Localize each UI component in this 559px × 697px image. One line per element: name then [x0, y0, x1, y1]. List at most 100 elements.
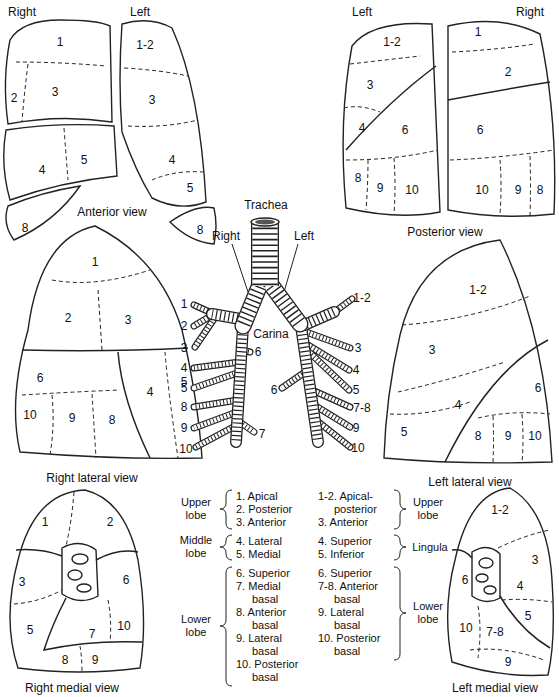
- segment-key-entry: 9. Lateral basal: [236, 632, 296, 658]
- segment-boundary: [502, 599, 552, 602]
- segment-number: 4: [39, 164, 46, 177]
- bronchus: [212, 312, 334, 442]
- main-bronchus: [243, 282, 300, 326]
- bronchus-rings: [243, 282, 300, 326]
- lobe-name: Upper lobe: [407, 496, 449, 522]
- trachea-opening: [251, 218, 279, 226]
- bracket: [220, 567, 232, 686]
- segment-number: 9: [505, 430, 512, 443]
- lobe-fissure: [346, 66, 436, 150]
- bracket: [220, 535, 232, 560]
- bronchus: [194, 299, 352, 447]
- segment-key-entry: 7-8. Anterior basal: [318, 580, 384, 606]
- segment-number: 1-2: [491, 504, 508, 517]
- hilum-vessel: [72, 554, 88, 564]
- segment-number: 8: [181, 401, 188, 414]
- segment-number: 3: [367, 79, 374, 92]
- segment-boundary: [478, 413, 550, 418]
- segment-number: 2: [11, 92, 18, 105]
- view-caption: Right medial view: [25, 682, 119, 695]
- hilum-vessel: [479, 558, 493, 568]
- segment-number: 1-2: [469, 284, 486, 297]
- segment-number: 2: [181, 320, 188, 333]
- segment-number: 5: [27, 624, 34, 637]
- segment-number: 3: [355, 342, 362, 355]
- lobe-name: Middle lobe: [175, 534, 217, 560]
- segment-number: 8: [22, 222, 29, 235]
- lung-outline: [384, 240, 552, 463]
- segment-boundary: [92, 394, 96, 458]
- hilum: [472, 547, 500, 601]
- segment-number: 6: [402, 124, 409, 137]
- segment-number: 1-2: [383, 36, 400, 49]
- segment-key-entry: 5. Medial: [236, 548, 281, 561]
- segment-number: 9: [92, 654, 99, 667]
- segment-number: 1: [92, 256, 99, 269]
- side-label: Left: [352, 6, 372, 19]
- segment-key-entry: 2. Posterior: [236, 503, 292, 516]
- trachea-rings: [252, 222, 277, 286]
- segment-key-entry: 4. Lateral: [236, 535, 282, 548]
- segment-boundary: [165, 352, 178, 458]
- segment-number: 8: [109, 414, 116, 427]
- lung-outline: [10, 490, 144, 672]
- segment-number: 6: [477, 124, 484, 137]
- bracket: [394, 490, 406, 529]
- bracket: [394, 567, 406, 660]
- segment-boundary: [346, 150, 438, 160]
- segment-boundary: [366, 160, 368, 210]
- segment-boundary: [22, 390, 120, 395]
- segment-boundary: [530, 156, 532, 216]
- trachea-opening: [255, 220, 275, 225]
- segment-boundary: [14, 590, 62, 604]
- segment-boundary: [50, 395, 53, 455]
- leader-line: [232, 244, 248, 292]
- segment-number: 8: [475, 430, 482, 443]
- segment-number: 5: [181, 382, 188, 395]
- segment-number: 5: [187, 182, 194, 195]
- lung-lobe: [170, 207, 216, 244]
- hilum-vessel: [476, 574, 488, 582]
- segment-number: 4: [359, 122, 366, 135]
- segment-number: 8: [355, 172, 362, 185]
- lung-outline: [448, 488, 554, 675]
- lung-lobe: [5, 20, 112, 124]
- segment-number: 3: [149, 94, 156, 107]
- segment-boundary: [52, 270, 150, 282]
- segment-number: 3: [181, 342, 188, 355]
- segment-number: 6: [271, 384, 278, 397]
- segment-number: 7-8: [353, 402, 370, 415]
- segment-boundary: [64, 128, 68, 180]
- segment-number: 10: [179, 443, 192, 456]
- segment-number: 8: [197, 224, 204, 237]
- segment-number: 5: [81, 154, 88, 167]
- segment-number: 9: [377, 182, 384, 195]
- segment-number: 4: [517, 580, 524, 593]
- anatomy-label: Trachea: [244, 199, 288, 212]
- segment-key-entry: 8. Anterior basal: [236, 606, 296, 632]
- segment-key-entry: 6. Superior: [318, 567, 372, 580]
- segment-number: 1-2: [136, 39, 153, 52]
- segment-boundary: [16, 62, 106, 66]
- bronchus-rings: [194, 299, 352, 447]
- segment-boundary: [450, 150, 554, 160]
- lung-outline: [448, 22, 555, 217]
- lung-lobe: [6, 186, 80, 240]
- lung-outline: [343, 23, 440, 215]
- segment-boundary: [452, 44, 535, 52]
- segment-boundary: [66, 492, 74, 546]
- view-caption: Right lateral view: [46, 472, 137, 485]
- bronchus-rings: [212, 312, 334, 442]
- segment-number: 10: [528, 430, 541, 443]
- side-label: Right: [8, 6, 36, 19]
- segment-boundary: [394, 158, 395, 214]
- lobe-fissure: [448, 82, 550, 100]
- segment-key-entry: 10. Posterior basal: [236, 658, 302, 684]
- segment-number: 1: [181, 298, 188, 311]
- segment-key-entry: 1-2. Apical-posterior: [318, 490, 384, 516]
- bronchus: [212, 312, 334, 442]
- segment-key-entry: 9. Lateral basal: [318, 606, 378, 632]
- segment-number: 3: [52, 86, 59, 99]
- lobe-fissure: [16, 550, 62, 556]
- lobe-fissure: [44, 598, 142, 650]
